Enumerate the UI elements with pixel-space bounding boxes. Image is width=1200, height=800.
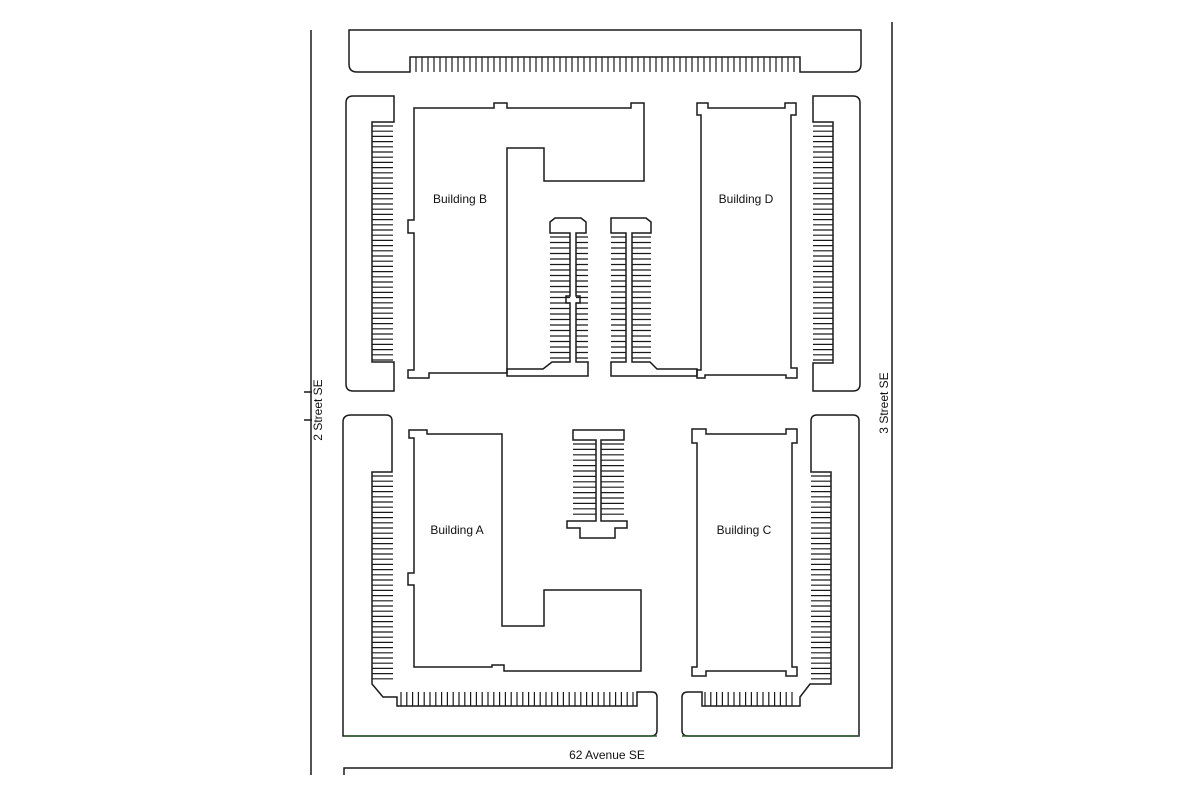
building-b-label: Building B <box>433 192 487 206</box>
west-street-label: 2 Street SE <box>311 379 325 440</box>
building-d-outline <box>696 102 798 379</box>
building-footprints <box>407 102 798 677</box>
building-b-outline <box>407 102 645 379</box>
building-c-label: Building C <box>717 523 772 537</box>
building-a-outline <box>407 429 642 672</box>
west-road-ticks <box>304 391 312 421</box>
west-lower-parking-island <box>342 414 658 737</box>
east-lower-parking-island <box>681 414 860 737</box>
building-a-label: Building A <box>430 523 483 537</box>
north-parking-island <box>348 29 862 73</box>
building-c-outline <box>691 428 798 677</box>
west-upper-parking-island <box>345 95 395 392</box>
center-parking <box>506 217 698 539</box>
building-d-label: Building D <box>719 192 774 206</box>
road-boundaries <box>304 22 893 775</box>
parking-curbs <box>342 29 862 737</box>
south-street-label: 62 Avenue SE <box>569 748 645 762</box>
east-upper-parking-island <box>812 95 861 392</box>
parking-stall-markings <box>372 57 833 706</box>
parking-stall-lines <box>372 57 833 706</box>
center-lower-parking-island <box>566 429 628 539</box>
east-south-road-edge <box>343 22 893 775</box>
center-left-parking-island <box>506 217 589 377</box>
east-street-label: 3 Street SE <box>877 372 891 433</box>
